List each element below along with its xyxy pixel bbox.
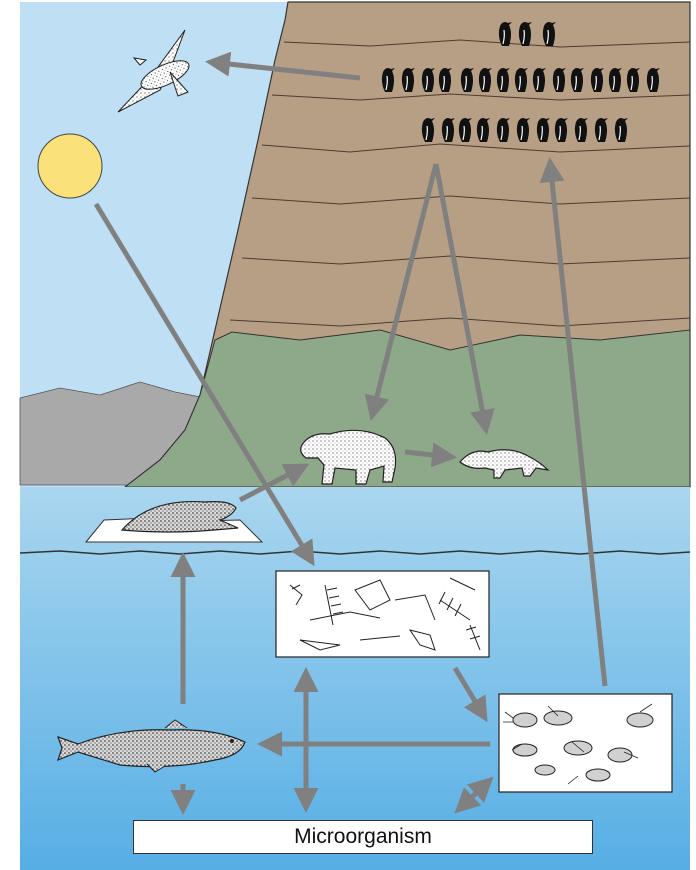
- microorganism-label-box: Microorganism: [133, 820, 593, 854]
- microorganism-label: Microorganism: [294, 825, 432, 849]
- phytoplankton-panel: [276, 571, 489, 657]
- zooplankton-panel: [499, 694, 672, 792]
- sun-icon: [38, 134, 102, 198]
